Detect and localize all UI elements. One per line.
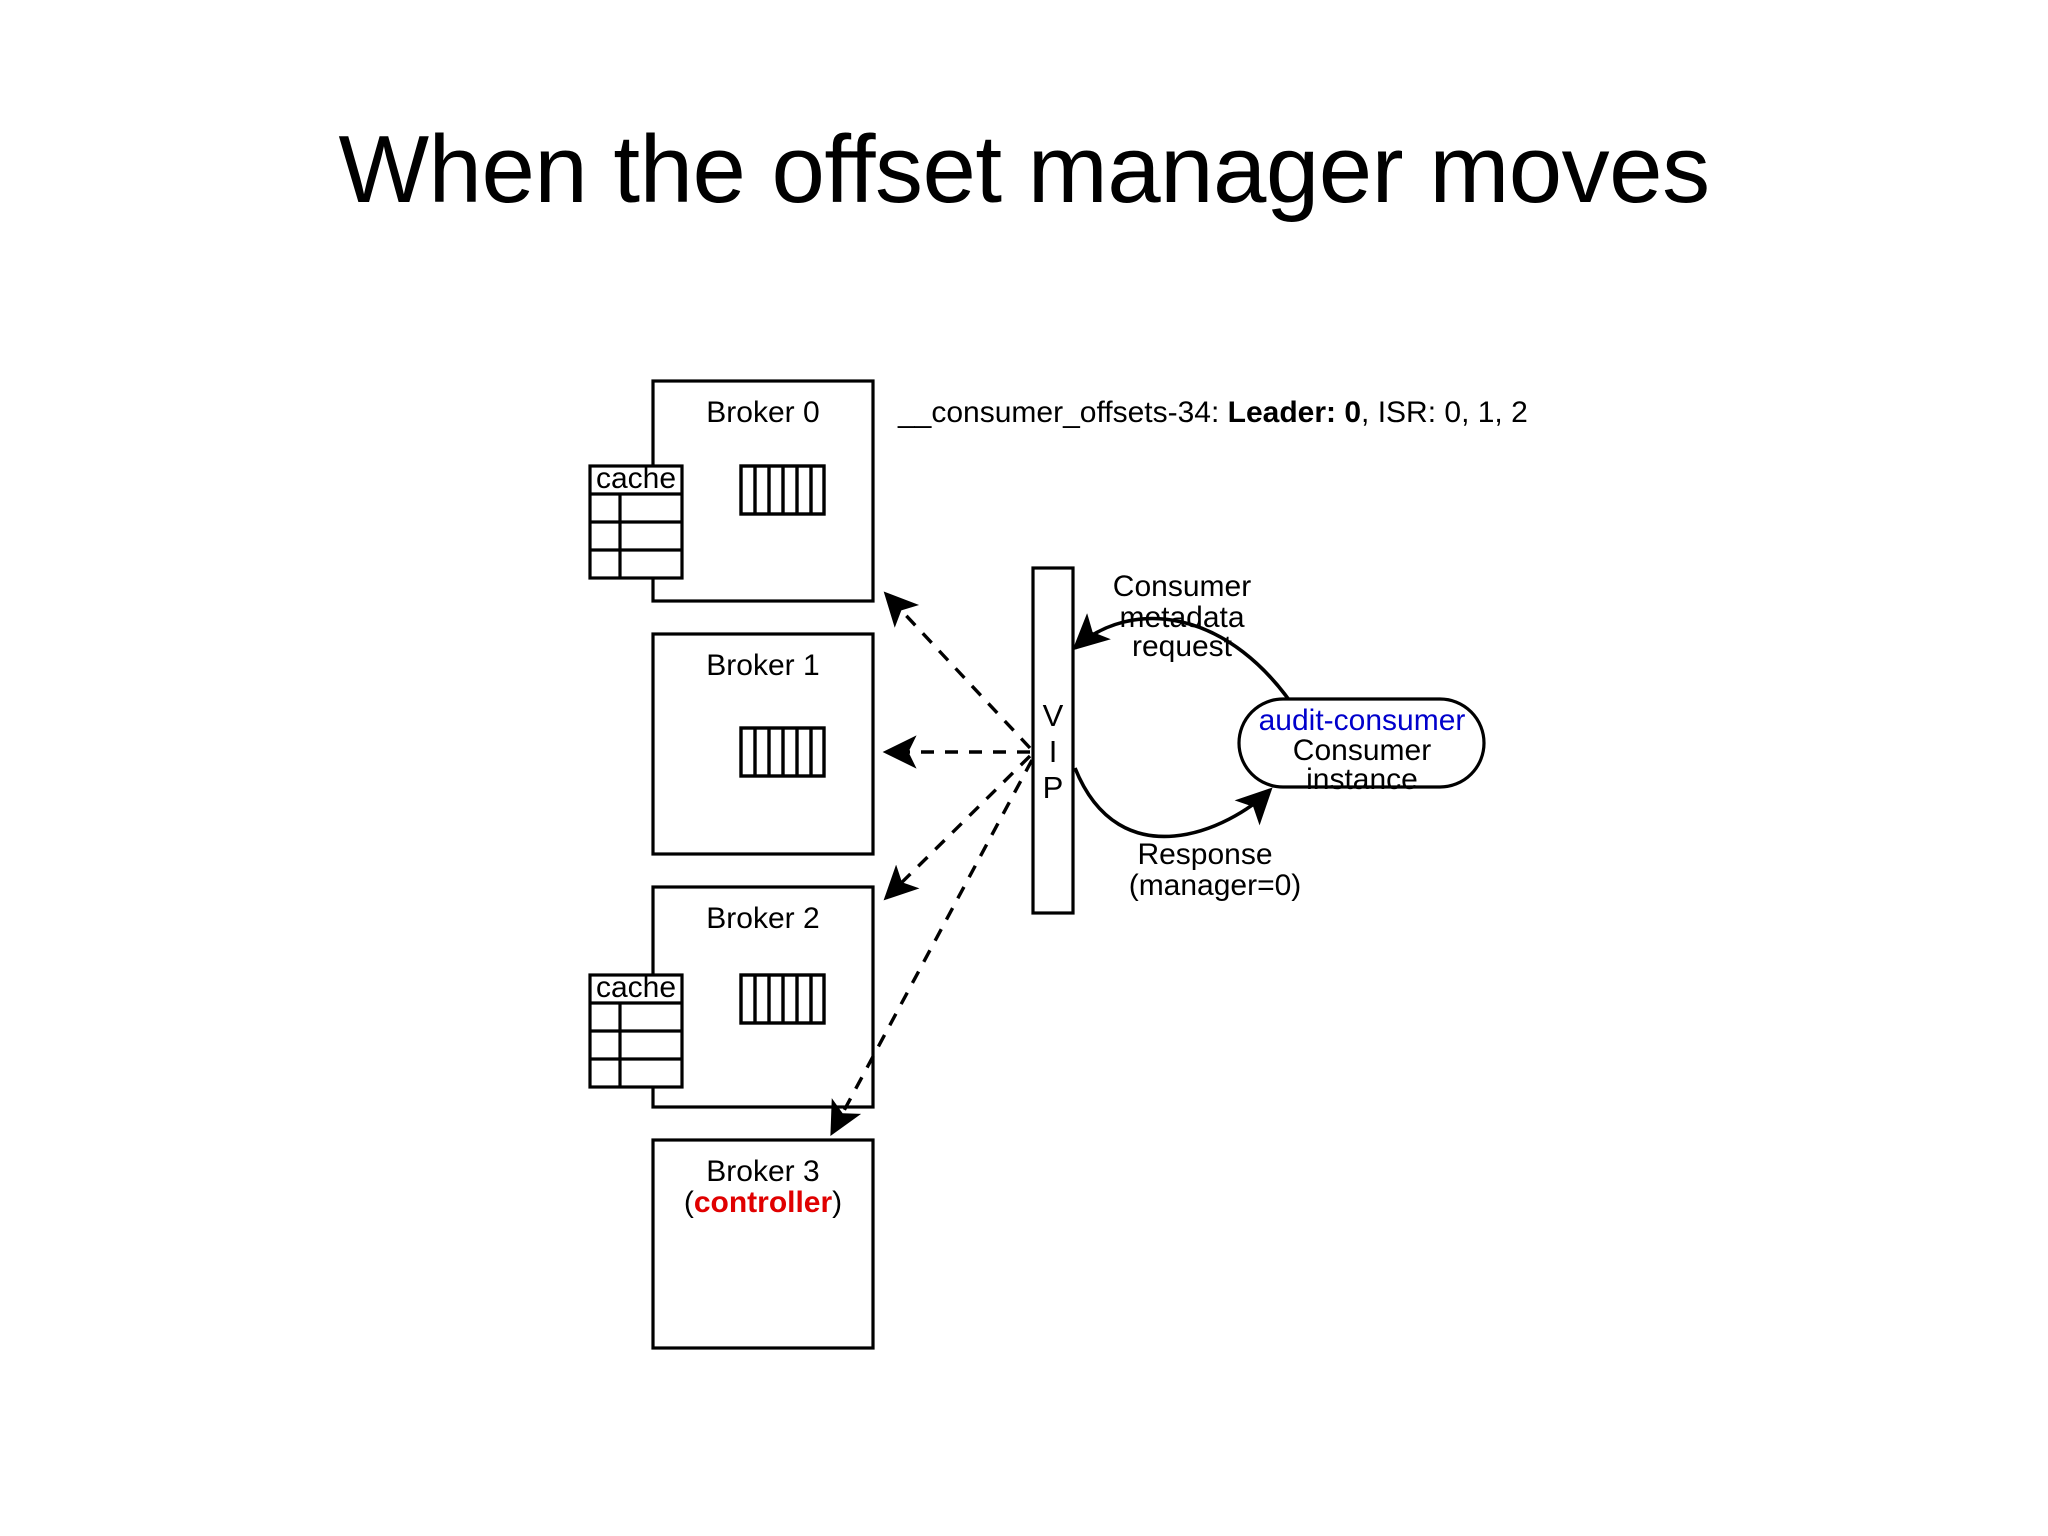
- request-label-line-3: request: [1132, 630, 1233, 663]
- broker-3-role-close: ): [832, 1186, 842, 1219]
- broker-2-label: Broker 2: [706, 902, 819, 935]
- broker-2-log-icon: [739, 973, 826, 1025]
- broker-3-label: Broker 3: [706, 1155, 819, 1188]
- broker-2-cache-label: cache: [596, 971, 676, 1004]
- broker-0-log-icon: [739, 464, 826, 516]
- arrow-response-manager: [1073, 767, 1273, 839]
- request-label-line-1: Consumer: [1113, 570, 1251, 603]
- vip-box-group[interactable]: V I P: [1031, 566, 1075, 915]
- page-title: When the offset manager moves: [338, 116, 1710, 223]
- topic-leader: Leader: 0: [1228, 396, 1361, 429]
- vip-to-brokers-arrows: [830, 591, 1034, 1136]
- broker-2-cache-table[interactable]: cache: [588, 971, 684, 1089]
- vip-letter-i: I: [1049, 734, 1058, 769]
- broker-0-group[interactable]: Broker 0 cache: [588, 379, 875, 603]
- response-label-line-2: (manager=0): [1129, 869, 1302, 902]
- topic-metadata-line: __consumer_offsets-34: Leader: 0, ISR: 0…: [897, 396, 1528, 429]
- arrow-consumer-metadata-request: [1072, 613, 1302, 717]
- request-label-line-2: metadata: [1119, 601, 1244, 634]
- broker-1-label: Broker 1: [706, 649, 819, 682]
- vip-letter-v: V: [1043, 698, 1064, 733]
- broker-3-box[interactable]: [651, 1138, 875, 1350]
- consumer-group-name: audit-consumer: [1259, 704, 1466, 737]
- broker-3-controller-label: controller: [694, 1186, 833, 1219]
- vip-letter-p: P: [1043, 770, 1064, 805]
- broker-2-group[interactable]: Broker 2 cache: [588, 885, 875, 1109]
- arrow-vip-to-broker-2: [883, 754, 1032, 901]
- broker-0-label: Broker 0: [706, 396, 819, 429]
- audit-consumer-bubble[interactable]: audit-consumer Consumer instance: [1237, 697, 1486, 796]
- consumer-instance-line-1: Consumer: [1293, 734, 1431, 767]
- broker-3-role: (controller): [684, 1186, 842, 1219]
- broker-1-log-icon: [739, 726, 826, 778]
- broker-3-group[interactable]: Broker 3 (controller): [651, 1138, 875, 1350]
- topic-prefix: __consumer_offsets-34:: [897, 396, 1228, 429]
- response-label-line-1: Response: [1137, 838, 1272, 871]
- broker-0-cache-table[interactable]: cache: [588, 462, 684, 580]
- broker-0-cache-label: cache: [596, 462, 676, 495]
- broker-3-role-open: (: [684, 1186, 694, 1219]
- broker-1-group[interactable]: Broker 1: [651, 632, 875, 856]
- consumer-instance-box[interactable]: [1237, 697, 1486, 789]
- vip-box[interactable]: [1031, 566, 1075, 915]
- topic-isr: , ISR: 0, 1, 2: [1361, 396, 1528, 429]
- arrow-vip-to-broker-0: [883, 591, 1032, 750]
- consumer-instance-line-2: instance: [1306, 763, 1418, 796]
